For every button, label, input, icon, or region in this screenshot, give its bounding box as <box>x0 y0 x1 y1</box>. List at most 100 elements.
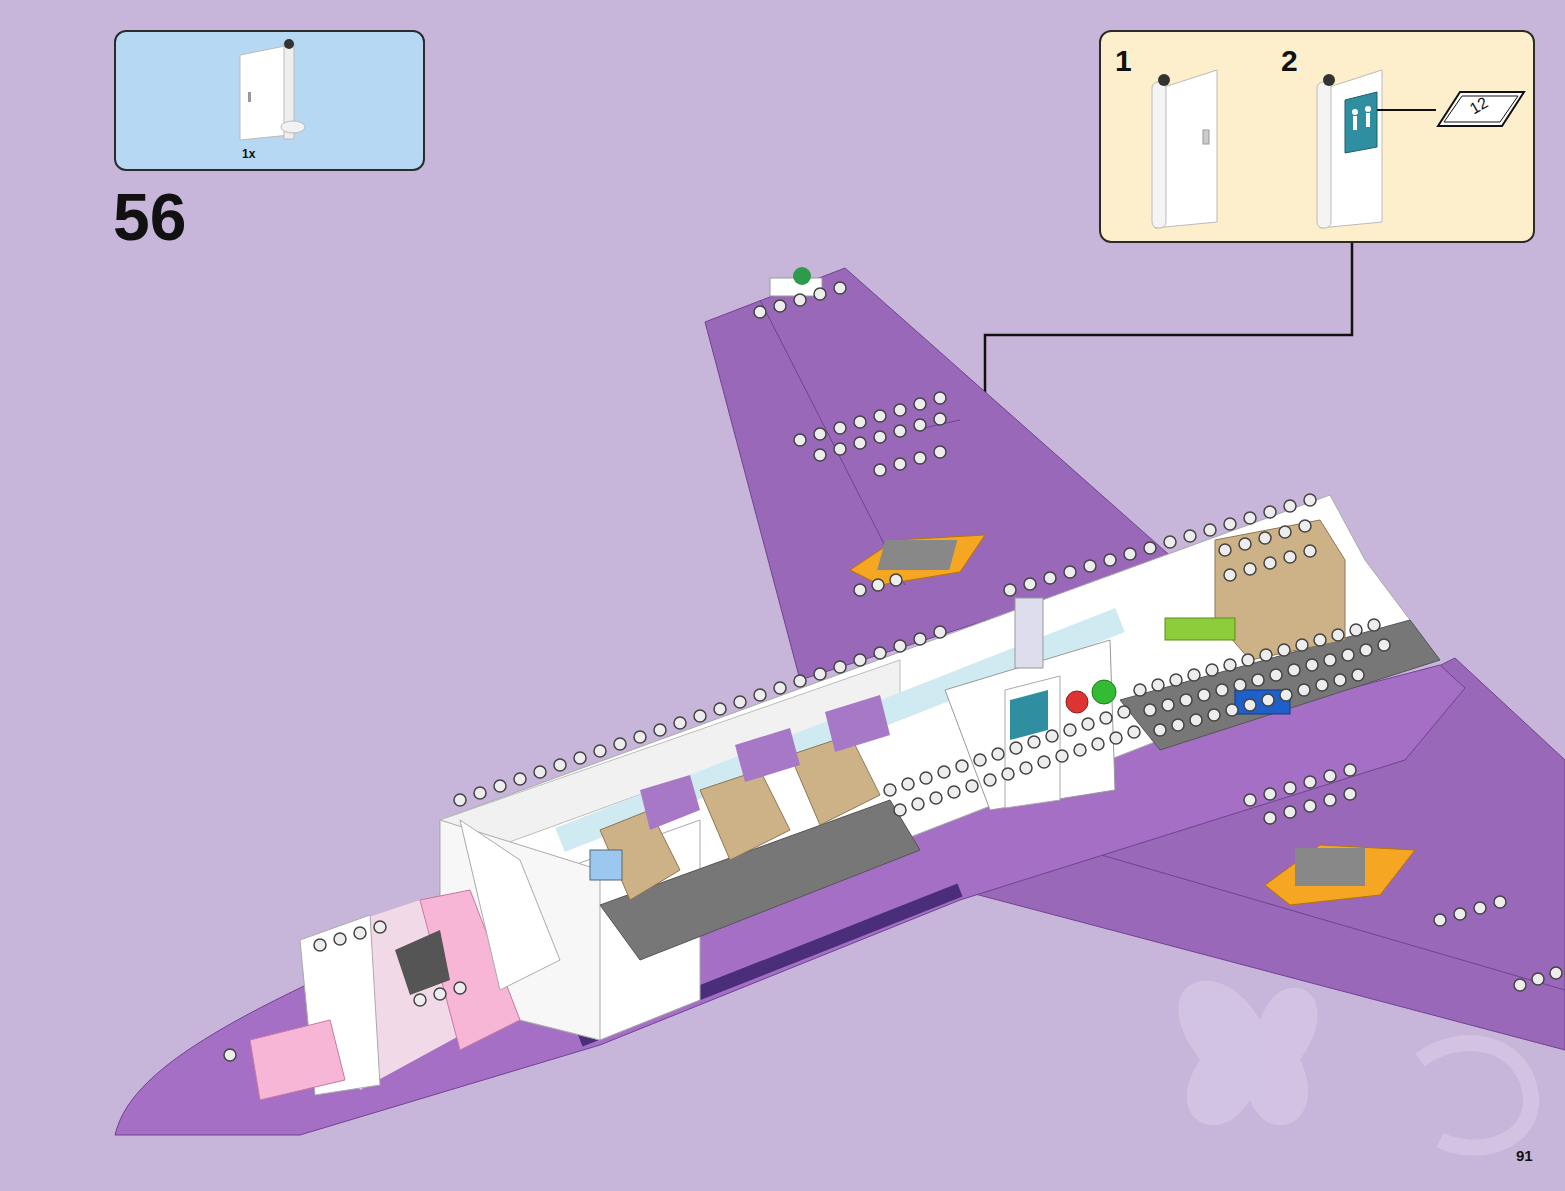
stud <box>814 449 826 461</box>
stud <box>814 288 826 300</box>
stud <box>1324 770 1336 782</box>
stud <box>1104 554 1116 566</box>
substep-box: 1212 <box>1099 30 1535 243</box>
stud <box>1260 649 1272 661</box>
stud <box>454 982 466 994</box>
stud <box>1264 506 1276 518</box>
stud <box>1342 649 1354 661</box>
stud <box>654 724 666 736</box>
stud <box>934 413 946 425</box>
stud <box>1242 654 1254 666</box>
stud <box>1124 548 1136 560</box>
substep-box-fill <box>1099 30 1535 243</box>
stud <box>1152 679 1164 691</box>
stud <box>354 927 366 939</box>
substep-number: 1 <box>1115 44 1132 78</box>
stud <box>1162 699 1174 711</box>
stud <box>1284 500 1296 512</box>
stud <box>1216 684 1228 696</box>
stud <box>1064 724 1076 736</box>
stud <box>974 754 986 766</box>
stud <box>574 752 586 764</box>
stud <box>894 804 906 816</box>
stud <box>854 416 866 428</box>
stud <box>1324 654 1336 666</box>
stud <box>930 792 942 804</box>
stud <box>1128 726 1140 738</box>
stud <box>874 647 886 659</box>
stud <box>874 431 886 443</box>
stud <box>1190 714 1202 726</box>
stud <box>914 452 926 464</box>
stud <box>1270 669 1282 681</box>
stud <box>1284 551 1296 563</box>
stud <box>774 300 786 312</box>
stud <box>1208 709 1220 721</box>
door-sub2 <box>1317 70 1436 228</box>
stud <box>754 689 766 701</box>
stud <box>1224 659 1236 671</box>
stud <box>890 574 902 586</box>
stud <box>514 773 526 785</box>
stud <box>1244 512 1256 524</box>
stud <box>984 774 996 786</box>
stud <box>834 422 846 434</box>
studs <box>224 282 1562 1061</box>
stud <box>1164 536 1176 548</box>
stud <box>774 682 786 694</box>
stud <box>494 780 506 792</box>
stud <box>814 668 826 680</box>
stud <box>1532 973 1544 985</box>
stud <box>1332 629 1344 641</box>
stud <box>454 794 466 806</box>
page-number: 91 <box>1516 1148 1533 1163</box>
stud <box>1234 679 1246 691</box>
stud <box>1024 578 1036 590</box>
stud <box>1264 557 1276 569</box>
stud <box>1092 738 1104 750</box>
stud <box>1020 762 1032 774</box>
airplane <box>115 267 1565 1135</box>
stud <box>1368 619 1380 631</box>
stud <box>714 703 726 715</box>
stud <box>920 772 932 784</box>
stud <box>834 661 846 673</box>
stud <box>874 410 886 422</box>
stud <box>1244 699 1256 711</box>
stud <box>914 633 926 645</box>
stud <box>966 780 978 792</box>
stud <box>1028 736 1040 748</box>
part-count: 1x <box>242 147 255 161</box>
stud <box>1118 706 1130 718</box>
stud <box>1204 524 1216 536</box>
stud <box>1304 776 1316 788</box>
stud <box>1144 542 1156 554</box>
stud <box>1010 742 1022 754</box>
stud <box>874 464 886 476</box>
stud <box>894 640 906 652</box>
stud <box>1082 718 1094 730</box>
stud <box>1288 664 1300 676</box>
stud <box>956 760 968 772</box>
stud <box>1252 674 1264 686</box>
stud <box>894 404 906 416</box>
stud <box>594 745 606 757</box>
stud <box>1279 526 1291 538</box>
stud <box>834 282 846 294</box>
stud <box>1316 679 1328 691</box>
stud <box>1064 566 1076 578</box>
stud <box>224 1049 236 1061</box>
stud <box>934 626 946 638</box>
stud <box>1352 669 1364 681</box>
stud <box>734 696 746 708</box>
stud <box>634 731 646 743</box>
stud <box>694 710 706 722</box>
door-part <box>240 39 305 140</box>
stud <box>1172 719 1184 731</box>
stud <box>1170 674 1182 686</box>
stud <box>912 798 924 810</box>
stud <box>814 428 826 440</box>
stud <box>1056 750 1068 762</box>
stud <box>1334 674 1346 686</box>
